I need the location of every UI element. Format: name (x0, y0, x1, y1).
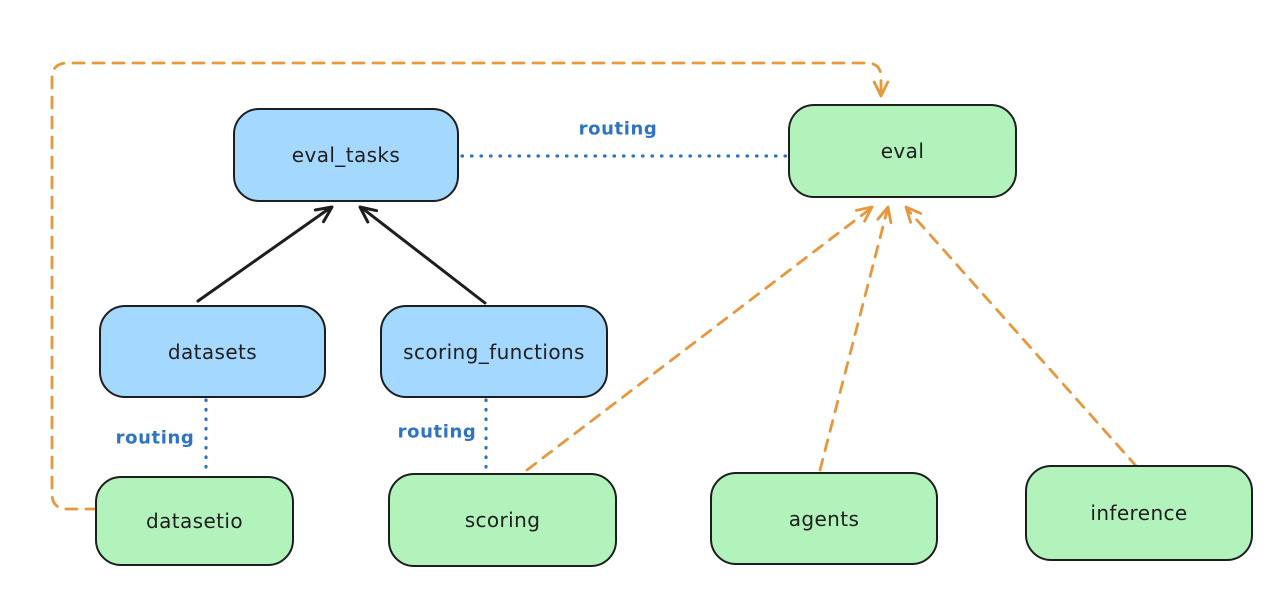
edge-inference-to-eval-dashed-arrow (904, 205, 1139, 469)
node-datasetio: datasetio (95, 476, 294, 566)
node-agents-label: agents (788, 506, 860, 531)
node-agents: agents (710, 472, 938, 565)
node-scoring-functions-label: scoring_functions (403, 339, 585, 364)
node-scoring-label: scoring (464, 508, 541, 532)
node-eval-tasks: eval_tasks (233, 108, 459, 202)
node-scoring-functions: scoring_functions (380, 305, 608, 398)
routing-label-datasets-datasetio: routing (115, 427, 195, 449)
node-datasets-label: datasets (167, 339, 258, 364)
edge-scoring-functions-to-eval-tasks-arrow (358, 205, 487, 305)
edge-datasetio-to-eval-dashed-arrow (50, 61, 890, 511)
routing-label-scoring-functions-scoring: routing (397, 421, 477, 443)
edge-scoring-to-eval-dashed-arrow (525, 205, 874, 472)
node-inference-label: inference (1090, 501, 1188, 525)
routing-label-eval-tasks-eval: routing (578, 118, 658, 140)
node-eval: eval (788, 104, 1017, 198)
node-inference: inference (1025, 465, 1253, 561)
edge-datasets-to-eval-tasks-arrow (196, 205, 334, 303)
node-eval-label: eval (880, 139, 925, 163)
node-datasets: datasets (99, 305, 326, 398)
node-datasetio-label: datasetio (145, 509, 243, 533)
node-scoring: scoring (388, 473, 617, 567)
node-eval-tasks-label: eval_tasks (291, 143, 401, 167)
edge-agents-to-eval-dashed-arrow (818, 205, 893, 472)
